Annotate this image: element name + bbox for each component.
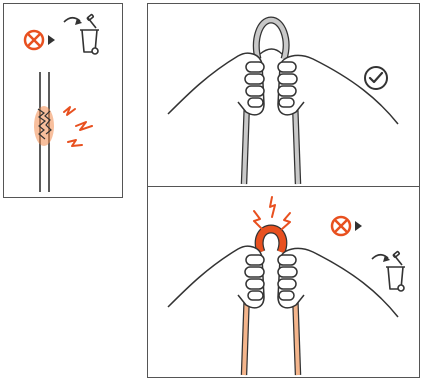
damaged-illustration <box>148 187 419 377</box>
right-bottom-damaged-panel <box>147 186 420 378</box>
check-circle-icon <box>365 67 387 89</box>
discard-bin-icon <box>64 14 99 54</box>
cross-circle-icon <box>25 31 43 49</box>
damaged-rope <box>34 72 54 192</box>
lightning-icon <box>254 197 290 229</box>
right-top-ok-panel <box>147 3 420 188</box>
cross-circle-icon <box>332 217 350 235</box>
ok-illustration <box>148 4 419 187</box>
discard-bin-icon <box>372 251 405 291</box>
lightning-icon <box>64 107 92 146</box>
left-damaged-rope-panel <box>3 3 123 198</box>
left-illustration <box>4 4 122 197</box>
hands-icon <box>168 246 398 317</box>
arrow-right-icon <box>48 35 55 45</box>
arrow-right-icon <box>355 221 362 231</box>
hands-icon <box>168 53 398 124</box>
